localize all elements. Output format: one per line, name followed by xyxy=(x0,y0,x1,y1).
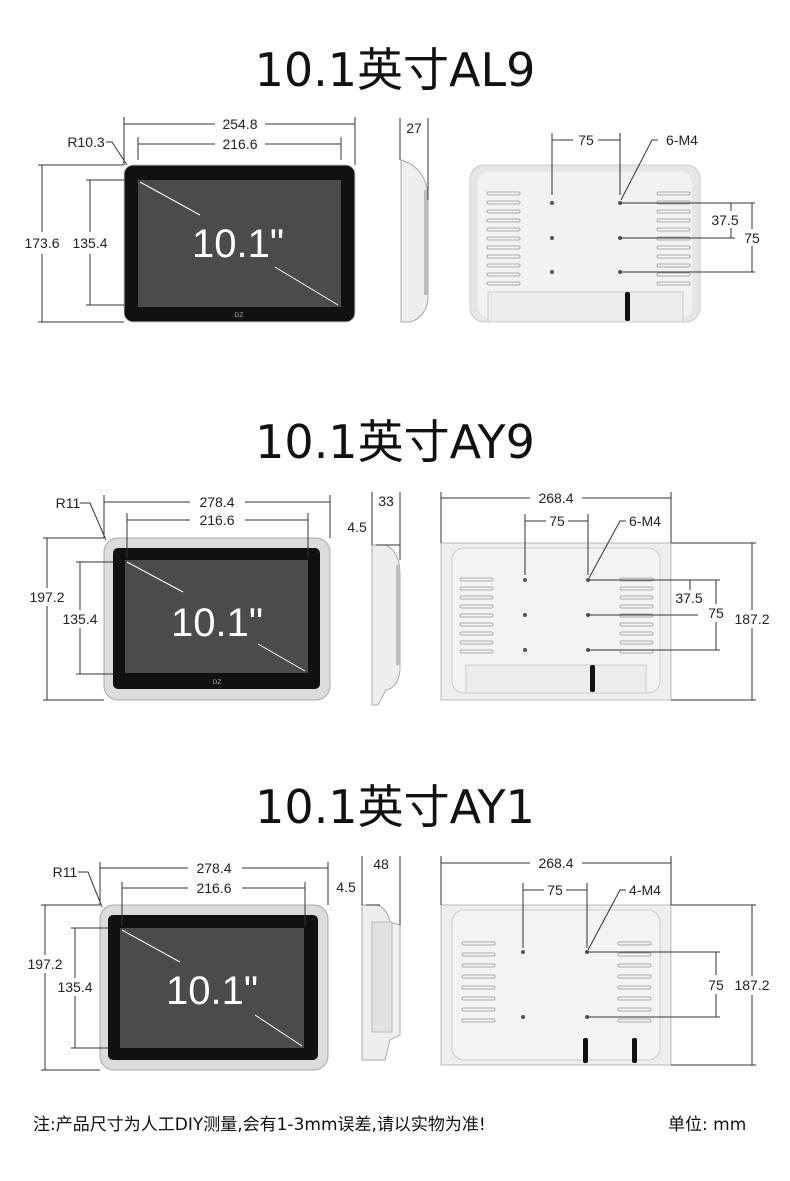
screen-width: 216.6 xyxy=(196,880,231,896)
screen-size-label: 10.1" xyxy=(192,222,284,266)
outer-width: 278.4 xyxy=(199,494,234,510)
screen-height: 135.4 xyxy=(62,611,97,627)
brand-logo: DZ xyxy=(213,679,222,686)
vesa-horizontal: 75 xyxy=(578,132,594,148)
unit-label: 单位: mm xyxy=(668,1115,746,1135)
section-ay1: 10.1英寸AY1 10.1" 278.4 216.6 197.2 135.4 … xyxy=(27,780,770,1071)
outer-width: 278.4 xyxy=(196,860,231,876)
screen-height: 135.4 xyxy=(72,235,107,251)
section-title: 10.1英寸AY9 xyxy=(255,415,535,469)
section-title: 10.1英寸AY1 xyxy=(255,780,535,834)
outer-width: 254.8 xyxy=(222,116,257,132)
bezel-thickness: 4.5 xyxy=(347,519,367,535)
antenna xyxy=(632,1038,637,1063)
screen-size-label: 10.1" xyxy=(171,601,263,645)
side-view xyxy=(371,544,401,706)
half-vesa-vertical: 37.5 xyxy=(675,590,702,606)
front-view: 10.1" xyxy=(99,904,329,1071)
antenna xyxy=(583,1038,588,1063)
side-view xyxy=(361,904,401,1061)
side-view xyxy=(400,159,429,323)
screen-width: 216.6 xyxy=(222,136,257,152)
back-width: 268.4 xyxy=(538,855,573,871)
vesa-vertical: 75 xyxy=(744,230,760,246)
section-al9: 10.1英寸AL9 10.1" DZ 254.8 216.6 173.6 135… xyxy=(24,43,760,323)
screen-width: 216.6 xyxy=(199,512,234,528)
corner-radius: R10.3 xyxy=(67,134,105,150)
screen-height: 135.4 xyxy=(57,979,92,995)
section-title: 10.1英寸AL9 xyxy=(255,43,536,97)
outer-height: 197.2 xyxy=(29,589,64,605)
mounting-holes: 6-M4 xyxy=(666,132,698,148)
bezel-thickness: 4.5 xyxy=(336,879,356,895)
depth: 33 xyxy=(378,493,394,509)
front-view: 10.1" DZ xyxy=(123,164,356,323)
outer-height: 197.2 xyxy=(27,956,62,972)
back-height: 187.2 xyxy=(734,611,769,627)
corner-radius: R11 xyxy=(53,864,78,880)
brand-logo: DZ xyxy=(235,312,244,319)
corner-radius: R11 xyxy=(56,495,81,511)
back-width: 268.4 xyxy=(538,490,573,506)
vesa-vertical: 75 xyxy=(708,977,724,993)
mounting-holes: 4-M4 xyxy=(629,882,661,898)
antenna xyxy=(590,665,595,692)
vesa-vertical: 75 xyxy=(708,605,724,621)
vesa-horizontal: 75 xyxy=(549,513,565,529)
antenna xyxy=(625,292,630,321)
depth: 48 xyxy=(373,856,389,872)
rear-view xyxy=(440,542,672,701)
outer-height: 173.6 xyxy=(24,235,59,251)
back-height: 187.2 xyxy=(734,977,769,993)
rear-view xyxy=(469,164,701,323)
mounting-holes: 6-M4 xyxy=(629,513,661,529)
depth: 27 xyxy=(406,120,422,136)
rear-view xyxy=(440,904,672,1066)
half-vesa-vertical: 37.5 xyxy=(711,212,738,228)
screen-size-label: 10.1" xyxy=(166,969,258,1013)
section-ay9: 10.1英寸AY9 10.1" DZ 278.4 216.6 197.2 135… xyxy=(29,415,770,706)
measurement-note: 注:产品尺寸为人工DIY测量,会有1-3mm误差,请以实物为准! xyxy=(33,1115,486,1135)
vesa-horizontal: 75 xyxy=(547,882,563,898)
front-view: 10.1" DZ xyxy=(103,537,331,701)
